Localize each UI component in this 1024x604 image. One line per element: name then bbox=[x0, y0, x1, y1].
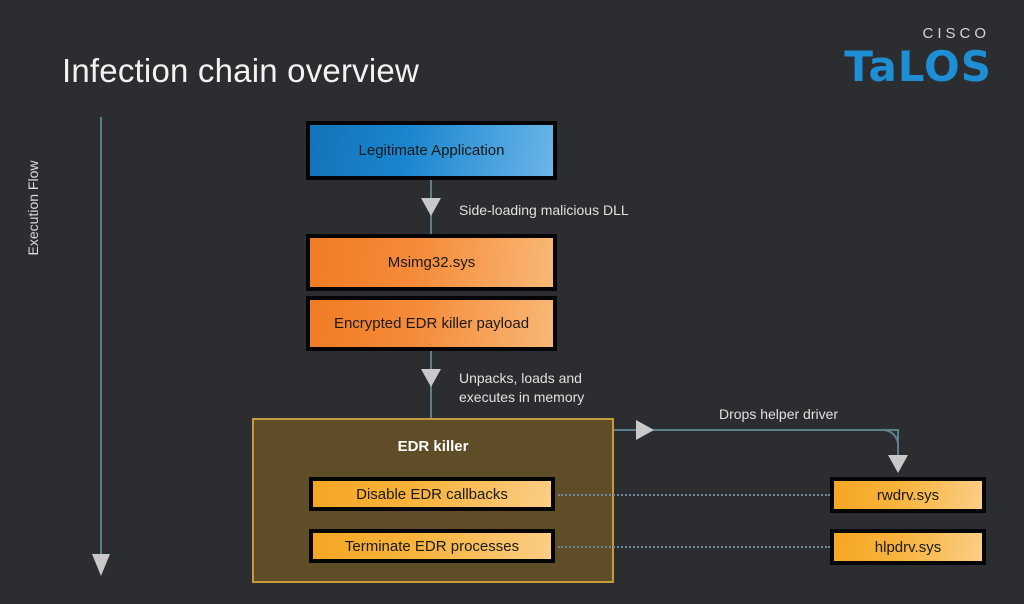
node-legitimate-application-label: Legitimate Application bbox=[358, 142, 505, 159]
edge-label-side-loading: Side-loading malicious DLL bbox=[459, 202, 629, 218]
dotted-connector-terminate-hlpdrv bbox=[558, 546, 830, 548]
cisco-talos-logo: CISCO TaLOS bbox=[844, 26, 992, 88]
node-edr-killer-label: EDR killer bbox=[397, 438, 469, 455]
arrow-down-icon bbox=[92, 554, 110, 576]
arrow-down-icon bbox=[421, 369, 441, 387]
logo-brand-text: CISCO bbox=[922, 25, 990, 42]
execution-flow-label: Execution Flow bbox=[25, 160, 41, 256]
connector-drivers-vertical bbox=[897, 431, 899, 461]
node-hlpdrv[interactable]: hlpdrv.sys bbox=[830, 529, 986, 565]
node-msimg32[interactable]: Msimg32.sys bbox=[306, 234, 557, 291]
arrow-down-icon bbox=[888, 455, 908, 473]
dotted-connector-callbacks-rwdrv bbox=[558, 494, 830, 496]
logo-product-text: TaLOS bbox=[844, 42, 992, 91]
execution-flow-line bbox=[100, 117, 102, 557]
page-title: Infection chain overview bbox=[62, 52, 419, 89]
arrow-right-icon bbox=[636, 420, 654, 440]
edge-label-unpacks: Unpacks, loads and executes in memory bbox=[459, 370, 585, 405]
node-rwdrv-label: rwdrv.sys bbox=[876, 486, 940, 504]
node-disable-edr-callbacks-label: Disable EDR callbacks bbox=[356, 485, 508, 503]
node-legitimate-application[interactable]: Legitimate Application bbox=[306, 121, 557, 180]
node-msimg32-label: Msimg32.sys bbox=[387, 254, 476, 271]
execution-flow-axis bbox=[92, 117, 110, 582]
node-terminate-edr-processes[interactable]: Terminate EDR processes bbox=[309, 529, 555, 563]
node-encrypted-payload-label: Encrypted EDR killer payload bbox=[333, 315, 530, 332]
node-terminate-edr-processes-label: Terminate EDR processes bbox=[344, 537, 520, 555]
node-rwdrv[interactable]: rwdrv.sys bbox=[830, 477, 986, 513]
edge-label-drops-helper-driver: Drops helper driver bbox=[719, 406, 839, 422]
node-disable-edr-callbacks[interactable]: Disable EDR callbacks bbox=[309, 477, 555, 511]
node-encrypted-payload[interactable]: Encrypted EDR killer payload bbox=[306, 296, 557, 351]
connector-edrkiller-to-drivers bbox=[614, 429, 899, 431]
node-hlpdrv-label: hlpdrv.sys bbox=[874, 538, 942, 556]
arrow-down-icon bbox=[421, 198, 441, 216]
